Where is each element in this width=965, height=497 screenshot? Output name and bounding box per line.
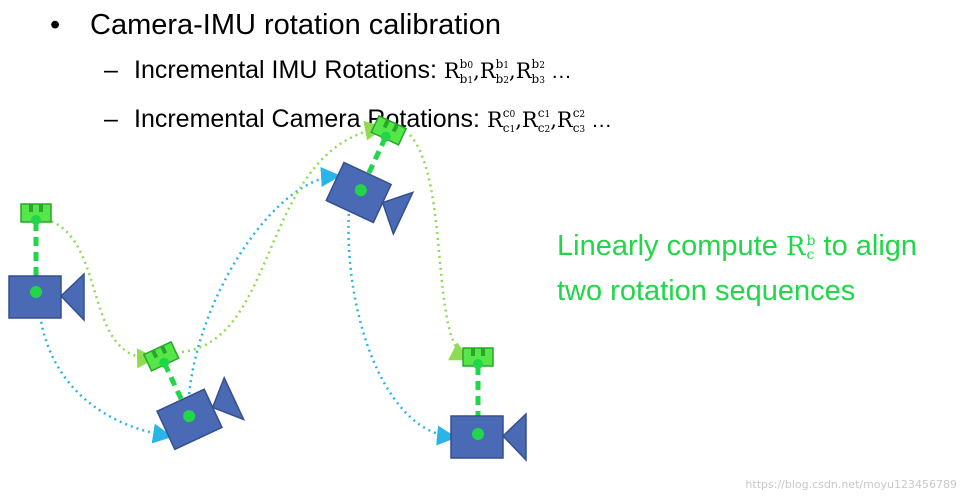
separator: ,: [550, 108, 557, 132]
imu-icon: [20, 203, 52, 225]
rotation-sup: c0: [502, 105, 516, 120]
rotation-sup-index: 1: [544, 109, 551, 120]
camera-imu-rig-1: [8, 203, 85, 322]
rotation-sup: b1: [495, 56, 509, 71]
rotation-sup-index: 0: [467, 60, 474, 71]
rotation-sub: c3: [572, 120, 586, 135]
camera-icon: [450, 412, 527, 462]
imu-icon: [462, 347, 494, 369]
rotation-base: R: [521, 108, 538, 132]
rotation-base: R: [556, 108, 573, 132]
bullet-symbol: •: [50, 9, 61, 41]
imu-path-1: [39, 216, 157, 369]
camera-path-2: [186, 166, 341, 413]
rotation-sub-index: 2: [544, 124, 551, 135]
rotation-base: R: [486, 108, 503, 132]
dash: –: [104, 56, 118, 84]
ellipsis: …: [550, 60, 572, 83]
imu-rotations-label: Incremental IMU Rotations:: [134, 56, 444, 84]
math-sub: c: [806, 247, 815, 263]
rotation-sub-index: 3: [579, 124, 586, 135]
dash: –: [104, 105, 118, 133]
rotation-sub: b2: [495, 71, 509, 86]
math-base: R: [785, 232, 806, 262]
rotation-sup-index: 2: [539, 60, 545, 71]
rotation-sup-index: 0: [509, 109, 516, 120]
note-text-after: to align: [815, 230, 918, 262]
rotation-sub-index: 3: [539, 75, 545, 86]
bullet-title: Camera-IMU rotation calibration: [90, 9, 501, 41]
rotation-sup-index: 2: [579, 109, 586, 120]
math-sup: b: [806, 233, 816, 249]
rotation-sup: b2: [531, 56, 545, 71]
rotation-sup: c2: [572, 105, 586, 120]
ellipsis: …: [591, 109, 613, 132]
rotation-sub: b3: [531, 71, 545, 86]
camera-icon: [8, 272, 85, 322]
camera-imu-rig-3: [325, 114, 415, 237]
rotation-sup: c1: [537, 105, 551, 120]
imu-icon: [142, 340, 180, 372]
imu-path-3: [409, 134, 471, 361]
rotation-sub: c2: [537, 120, 551, 135]
rotation-sub: c1: [502, 120, 516, 135]
rotation-sub-index: 1: [509, 124, 516, 135]
rotation-sub-index: 2: [503, 75, 509, 86]
separator: ,: [509, 59, 516, 83]
watermark: https://blog.csdn.net/moyu123456789: [745, 478, 957, 491]
separator: ,: [515, 108, 522, 132]
camera-imu-rig-2: [142, 340, 246, 451]
rotation-base: R: [443, 59, 460, 83]
camera-path-1: [36, 291, 173, 444]
rotation-sup: b0: [459, 56, 474, 71]
imu-icon: [370, 114, 408, 146]
rotation-sup-index: 1: [503, 60, 509, 71]
camera-icon: [156, 375, 246, 451]
rotation-base: R: [515, 59, 532, 83]
separator: ,: [473, 59, 480, 83]
rotation-base: R: [479, 59, 496, 83]
note-line-2: two rotation sequences: [557, 275, 856, 307]
camera-rotations-label: Incremental Camera Rotations:: [134, 105, 487, 133]
rotation-sub-index: 1: [467, 75, 474, 86]
imu-path-2: [181, 120, 385, 354]
camera-imu-rig-4: [450, 347, 527, 462]
note-text-before: Linearly compute: [557, 230, 786, 262]
rotation-sub: b1: [459, 71, 474, 86]
camera-icon: [325, 161, 415, 237]
